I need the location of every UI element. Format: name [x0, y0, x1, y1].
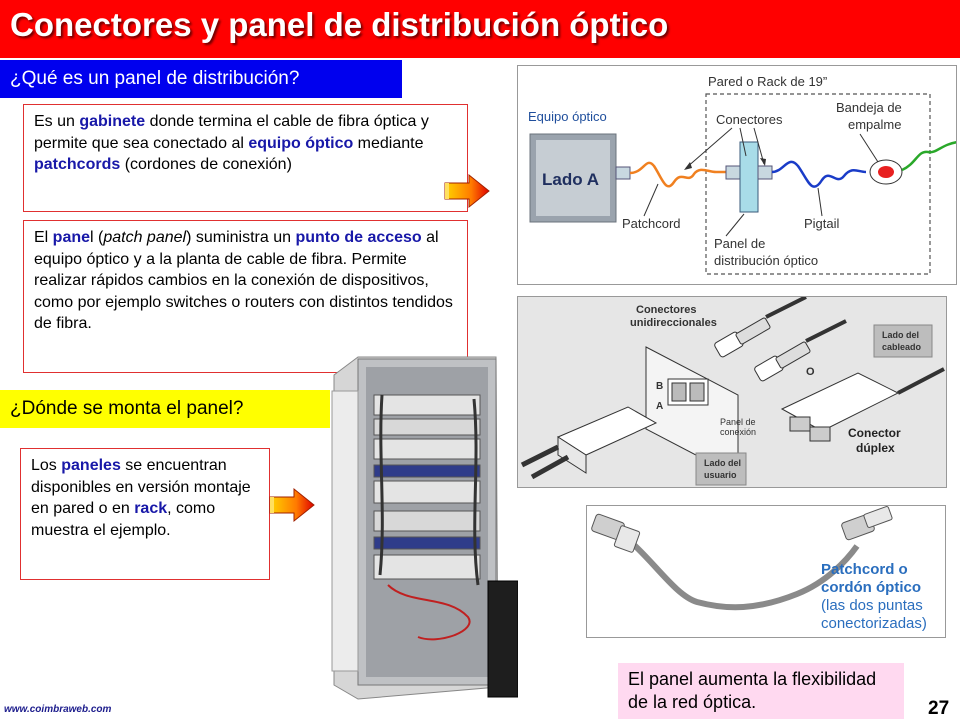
patchcord-label: Patchcord	[622, 216, 681, 231]
conectores-uni-label-2: unidireccionales	[630, 317, 717, 329]
footer-url[interactable]: www.coimbraweb.com	[4, 704, 112, 715]
section-header-what: ¿Qué es un panel de distribución?	[0, 60, 402, 98]
svg-text:B: B	[656, 381, 663, 392]
bandeja-label-2: empalme	[848, 117, 901, 132]
keyword-gabinete: gabinete	[79, 113, 146, 130]
panel-conexion-label-2: conexión	[720, 427, 756, 437]
pointer-arrow-icon	[269, 487, 315, 523]
rack-label: Pared o Rack de 19”	[708, 74, 827, 89]
svg-text:Lado del: Lado del	[882, 330, 919, 340]
patchcord-label-4: conectorizadas)	[821, 615, 927, 632]
pigtail-cable	[771, 160, 867, 188]
definition-box: Es un gabinete donde termina el cable de…	[23, 104, 468, 212]
unidirectional-connectors	[714, 297, 847, 382]
svg-text:O: O	[806, 366, 815, 378]
svg-text:A: A	[656, 401, 663, 412]
mounting-box: Los paneles se encuentran disponibles en…	[20, 448, 270, 580]
section-header-where: ¿Dónde se monta el panel?	[0, 390, 330, 428]
user-side-plug	[520, 406, 658, 480]
keyword-paneles: paneles	[61, 457, 121, 474]
pointer-arrow-icon	[444, 173, 490, 209]
patchcord-label-1: Patchcord o	[821, 561, 908, 578]
keyword-punto-acceso: punto de acceso	[295, 229, 422, 246]
panel-label-1: Panel de	[714, 236, 765, 251]
pigtail-label: Pigtail	[804, 216, 840, 231]
conectores-uni-label-1: Conectores	[636, 304, 697, 316]
slide-title: Conectores y panel de distribución óptic…	[10, 6, 669, 43]
equipo-label: Equipo óptico	[528, 109, 607, 124]
rack-boundary	[705, 93, 931, 275]
lado-cableado-tag	[873, 324, 933, 358]
keyword-rack: rack	[134, 500, 168, 518]
patchcord-cable	[629, 161, 726, 188]
patchcord-label-3: (las dos puntas	[821, 597, 923, 614]
keyword-patchcords: patchcords	[34, 156, 121, 174]
patchcord-illustration: Patchcord o cordón óptico (las dos punta…	[586, 505, 946, 638]
page-number: 27	[928, 698, 950, 719]
conector-duplex-label-2: dúplex	[856, 441, 895, 455]
title-bar: Conectores y panel de distribución óptic…	[0, 0, 960, 58]
panel-function-box: El panel (patch panel) suministra un pun…	[23, 220, 468, 373]
conector-duplex-label-1: Conector	[848, 426, 901, 440]
keyword-equipo-optico: equipo óptico	[248, 134, 354, 152]
patch-panel-term: patch panel	[103, 229, 187, 246]
note-flexibility: El panel aumenta la flexibilidad de la r…	[618, 663, 904, 719]
connectors-diagram: Conectores unidireccionales B A O Panel …	[517, 296, 947, 488]
fiber-cable	[901, 141, 956, 172]
svg-text:Lado del: Lado del	[704, 458, 741, 468]
svg-text:usuario: usuario	[704, 470, 737, 480]
keyword-panel: pane	[52, 229, 91, 246]
connection-diagram: Pared o Rack de 19” Equipo óptico Lado A…	[517, 65, 957, 285]
bandeja-label-1: Bandeja de	[836, 100, 902, 115]
duplex-connector	[780, 367, 945, 442]
right-connector-icon	[841, 506, 893, 541]
lado-usuario-tag	[695, 452, 747, 486]
conectores-label: Conectores	[716, 112, 783, 127]
lado-a-label: Lado A	[542, 170, 599, 189]
panel-conexion-label-1: Panel de	[720, 417, 756, 427]
patchcord-label-2: cordón óptico	[821, 579, 921, 596]
panel-distribucion	[739, 141, 759, 213]
rack-cabinet-image	[331, 356, 518, 700]
patch-panel-plate	[645, 346, 739, 478]
patchcord-cable	[630, 541, 860, 611]
svg-text:cableado: cableado	[882, 342, 922, 352]
panel-label-2: distribución óptico	[714, 253, 818, 268]
left-connector-icon	[591, 513, 641, 553]
